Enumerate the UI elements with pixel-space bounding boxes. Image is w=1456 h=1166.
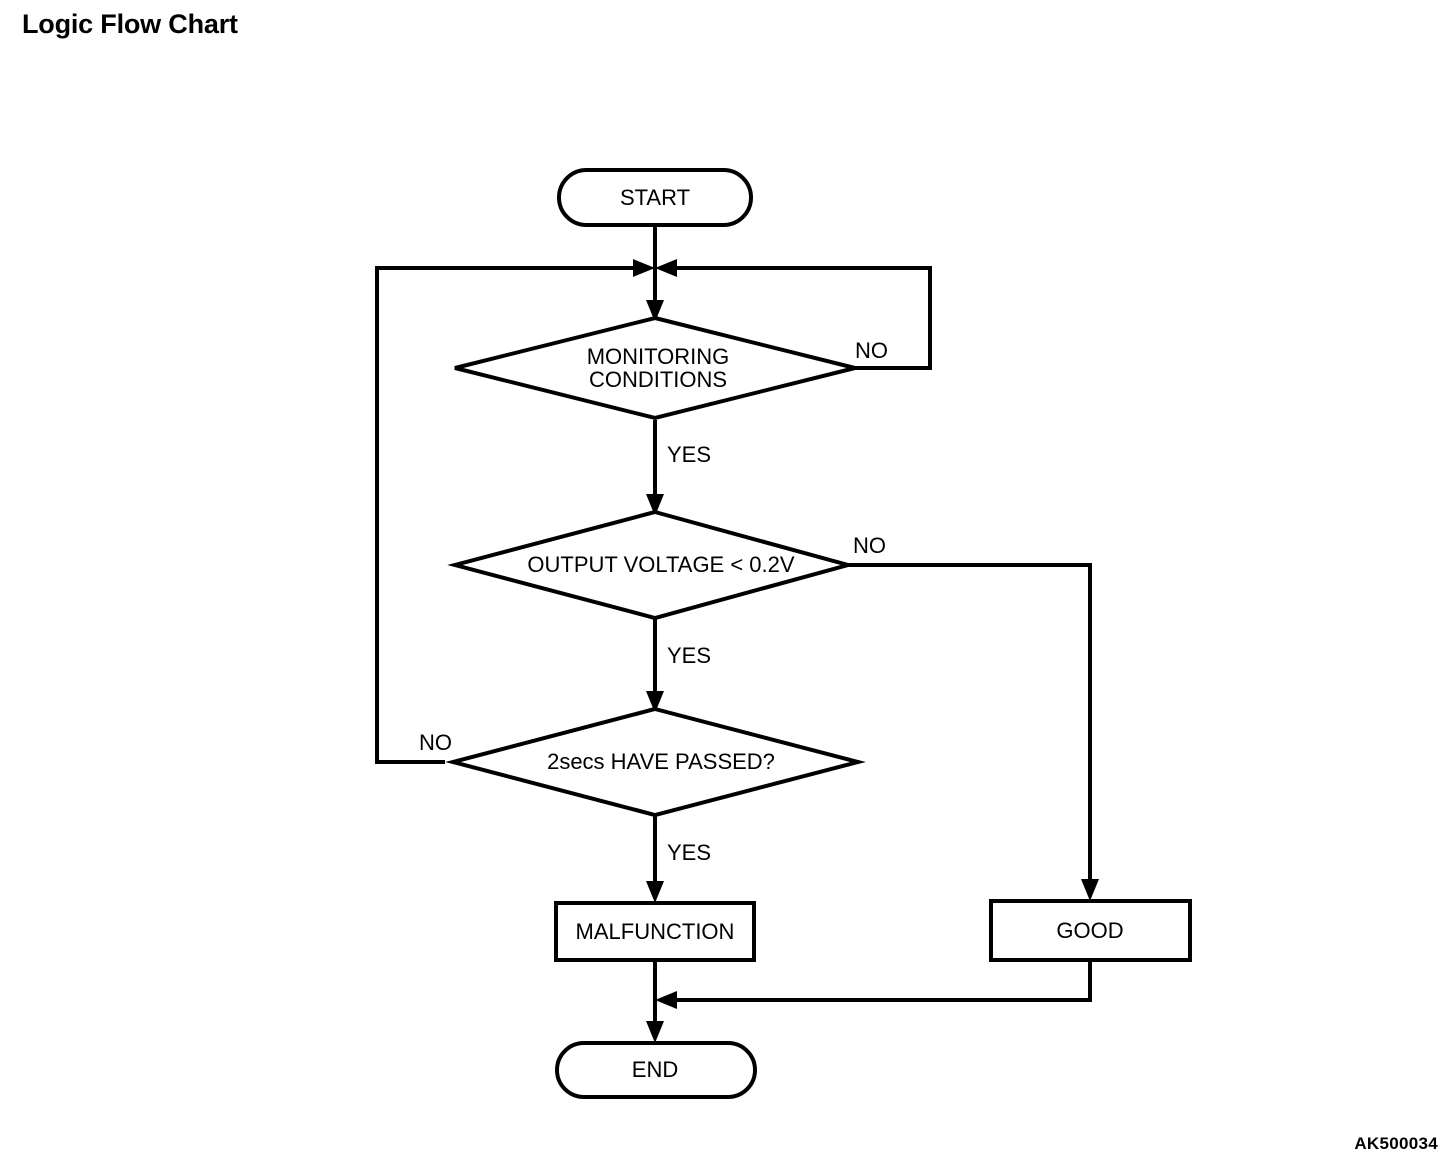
arrowhead-into-voltage bbox=[646, 494, 664, 516]
node-good-label: GOOD bbox=[1056, 918, 1123, 943]
node-start[interactable] bbox=[557, 168, 753, 227]
node-start-label: START bbox=[620, 185, 690, 210]
edge-timer-no-feedback bbox=[375, 266, 645, 764]
node-good[interactable] bbox=[989, 899, 1192, 962]
edge-label-voltage-no: NO bbox=[853, 533, 886, 558]
node-end[interactable] bbox=[555, 1041, 757, 1099]
edge-label-timer-no: NO bbox=[419, 730, 452, 755]
node-end-label: END bbox=[632, 1057, 678, 1082]
node-monitoring-conditions[interactable] bbox=[454, 315, 856, 421]
node-monitoring-label-line2: CONDITIONS bbox=[589, 367, 727, 392]
edge-label-monitoring-no: NO bbox=[855, 338, 888, 363]
node-malfunction[interactable] bbox=[554, 901, 756, 962]
arrowhead-into-good bbox=[1081, 879, 1099, 901]
node-malfunction-label: MALFUNCTION bbox=[576, 919, 735, 944]
edge-label-monitoring-yes: YES bbox=[667, 442, 711, 467]
edge-good-to-end bbox=[665, 960, 1092, 1002]
arrowhead-into-end bbox=[646, 1021, 664, 1043]
edge-label-timer-yes: YES bbox=[667, 840, 711, 865]
arrowhead-into-malfunction bbox=[646, 881, 664, 903]
node-output-voltage-label: OUTPUT VOLTAGE < 0.2V bbox=[527, 552, 794, 577]
figure-id-watermark: AK500034 bbox=[1354, 1134, 1438, 1153]
node-timer-check-label: 2secs HAVE PASSED? bbox=[547, 749, 775, 774]
page-title: Logic Flow Chart bbox=[22, 9, 238, 39]
edge-label-voltage-yes: YES bbox=[667, 643, 711, 668]
node-monitoring-label-line1: MONITORING bbox=[587, 344, 730, 369]
arrowhead-into-timer bbox=[646, 691, 664, 713]
edge-monitoring-no-feedback bbox=[665, 266, 932, 370]
arrowhead-into-monitoring bbox=[646, 300, 664, 322]
node-output-voltage[interactable] bbox=[447, 509, 856, 621]
node-timer-check[interactable] bbox=[445, 706, 866, 818]
arrowhead-good-merge bbox=[655, 991, 677, 1009]
arrowhead-right-into-junction bbox=[655, 259, 677, 277]
arrowhead-left-into-junction bbox=[633, 259, 655, 277]
edge-voltage-no bbox=[845, 563, 1092, 890]
